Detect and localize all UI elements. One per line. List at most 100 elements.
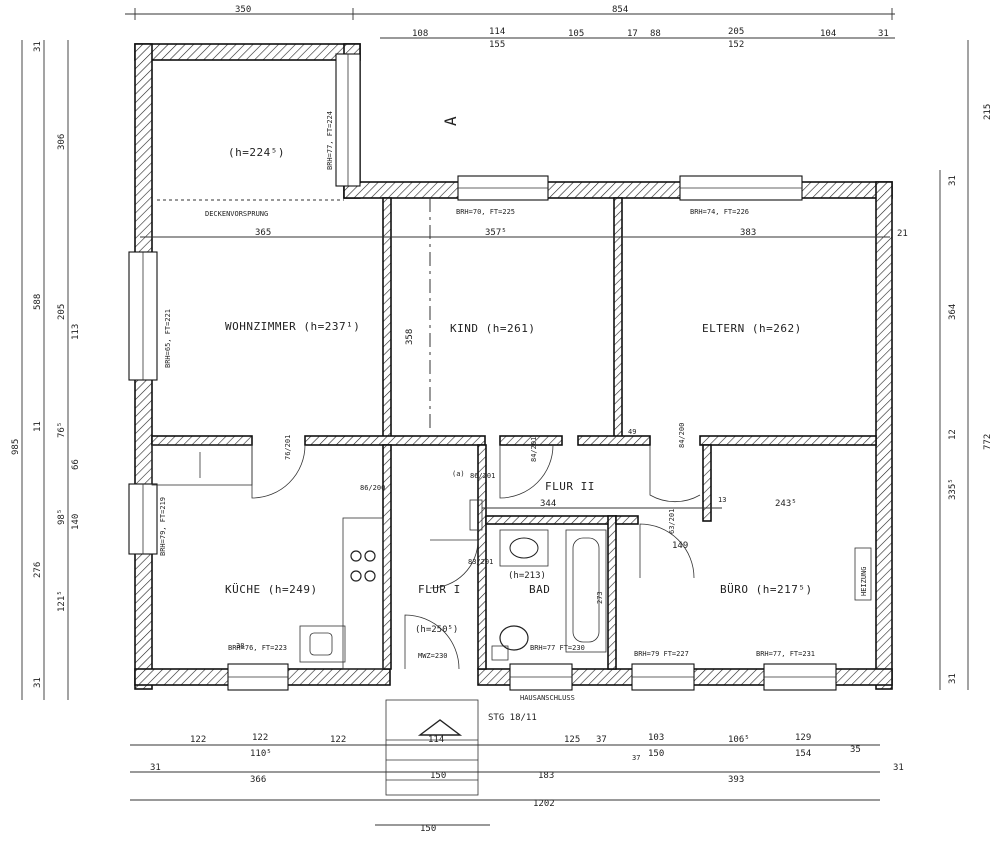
dim-top-108: 108 (412, 29, 428, 39)
door-wohn-kueche (251, 444, 306, 499)
wall-bad-buero (607, 515, 617, 670)
bathtub (565, 529, 607, 653)
note-brh-bad: BRH=77 FT=230 (530, 644, 585, 652)
dim-left-588: 588 (33, 294, 43, 310)
wall-eltern-buero (699, 435, 877, 446)
dim-left-205: 205 (57, 304, 67, 320)
dim-top-152: 152 (728, 40, 744, 50)
flur1-height-label: (h=250⁵) (415, 625, 458, 635)
dim-right-12: 12 (948, 429, 958, 440)
kitchen-counter-top (151, 444, 253, 486)
wall-flur-bad (477, 444, 487, 670)
dim-left-276: 276 (33, 562, 43, 578)
room-labels: (h=224⁵) WOHNZIMMER (h=237¹) KIND (h=261… (225, 146, 813, 635)
shaft (469, 499, 483, 531)
wall-wohn-kind (382, 197, 392, 439)
dim-top-155: 155 (489, 40, 505, 50)
dimension-lines (21, 8, 969, 826)
dim-top-88: 88 (650, 29, 661, 39)
section-marker-a: A (441, 116, 460, 126)
dim-top-350: 350 (235, 5, 251, 15)
dim-left-306: 306 (57, 134, 67, 150)
left-dimensions: 31 306 588 205 113 985 11 76⁵ 66 98⁵ 140… (11, 41, 81, 688)
dim-left-66: 66 (71, 459, 81, 470)
note-brh-kueche-side: BRH=79, FT=219 (159, 497, 167, 556)
dim-left-140: 140 (71, 514, 81, 530)
dim-inner-243: 243⁵ (775, 499, 797, 509)
wall-wohn-kueche-a (151, 435, 253, 446)
note-door-84-200: 84/200 (678, 423, 686, 448)
room-label-bad: BAD (529, 583, 550, 596)
dim-right-215: 215 (983, 104, 993, 120)
door-entrance (404, 614, 460, 670)
room-label-buero: BÜRO (h=217⁵) (720, 583, 813, 596)
heizung-box (854, 547, 872, 601)
dim-bottom-122b: 122 (252, 733, 268, 743)
dim-bottom-150: 150 (648, 749, 664, 759)
note-dim-38: 38 (236, 642, 244, 650)
dim-inner-358: 358 (405, 329, 415, 345)
note-door-86-200: 86/200 (360, 484, 385, 492)
note-brh-buero1: BRH=79 FT=227 (634, 650, 689, 658)
dim-top-17: 17 (627, 29, 638, 39)
dim-right-31: 31 (948, 175, 958, 186)
dim-left-113: 113 (71, 324, 81, 340)
room-label-flur2: FLUR II (545, 480, 595, 493)
dim-inner-149: 149 (672, 541, 688, 551)
door-swings (251, 444, 701, 670)
dim-left-11: 11 (33, 421, 43, 432)
note-brh-top-left: BRH=77, FT=224 (326, 111, 334, 170)
wall-right (875, 181, 893, 690)
wall-kind-eltern (613, 197, 623, 439)
note-door-86-201: 86/201 (470, 472, 495, 480)
dim-top-205: 205 (728, 27, 744, 37)
room-label-flur1: FLUR I (418, 583, 461, 596)
dim-top-104: 104 (820, 29, 836, 39)
door-kind (499, 444, 554, 499)
room-label-kueche: KÜCHE (h=249) (225, 583, 318, 596)
note-dim-37: 37 (632, 754, 640, 762)
dim-bottom-366: 366 (250, 775, 266, 785)
room-label-top-left: (h=224⁵) (228, 146, 285, 159)
dim-bottom-129: 129 (795, 733, 811, 743)
dim-bottom-122a: 122 (190, 735, 206, 745)
note-dim-49: 49 (628, 428, 636, 436)
note-brh-top-right: BRH=74, FT=226 (690, 208, 749, 216)
dim-right-21: 21 (897, 229, 908, 239)
dim-top-105: 105 (568, 29, 584, 39)
kitchen-counter (342, 517, 384, 670)
wall-kueche-flur (382, 444, 392, 670)
note-door-a: (a) (452, 470, 465, 478)
room-label-kind: KIND (h=261) (450, 322, 535, 335)
dim-right-772: 772 (983, 434, 993, 450)
dim-bottom-110: 110⁵ (250, 749, 272, 759)
door-eltern (649, 445, 701, 503)
dim-bottom-1202: 1202 (533, 799, 555, 809)
note-dim-13: 13 (718, 496, 726, 504)
dim-bottom-35: 35 (850, 745, 861, 755)
dim-bottom-393: 393 (728, 775, 744, 785)
dim-bottom-125: 125 (564, 735, 580, 745)
note-heizung: HEIZUNG (860, 566, 868, 596)
inner-dimensions: 365 357⁵ 383 358 344 243⁵ 149 (255, 228, 797, 551)
note-door-83-201: 83/201 (468, 558, 493, 566)
note-dim-273: 273 (596, 591, 604, 604)
note-door-76: 76/201 (284, 435, 292, 460)
note-brh-kueche: BRH=76, FT=223 (228, 644, 287, 652)
dim-right-31b: 31 (948, 673, 958, 684)
note-hausanschluss: HAUSANSCHLUSS (520, 694, 575, 702)
dim-right-335: 335⁵ (948, 478, 958, 500)
dim-bottom-150-entrance: 150 (420, 824, 436, 834)
right-dimensions: 215 31 364 772 12 335⁵ 31 21 (897, 104, 993, 684)
entrance-steps (385, 699, 479, 796)
wall-bad-buero-stub (615, 515, 639, 525)
dim-bottom-150-mid: 150 (430, 771, 446, 781)
kitchen-sink (299, 625, 346, 663)
dim-left-76: 76⁵ (57, 422, 67, 438)
bath-washbasin (499, 529, 549, 567)
dim-bottom-31b: 31 (893, 763, 904, 773)
top-dimensions: 350 854 108 114 155 105 17 88 205 152 10… (235, 5, 889, 50)
entrance-arrow (417, 719, 463, 736)
dim-top-114: 114 (489, 27, 505, 37)
